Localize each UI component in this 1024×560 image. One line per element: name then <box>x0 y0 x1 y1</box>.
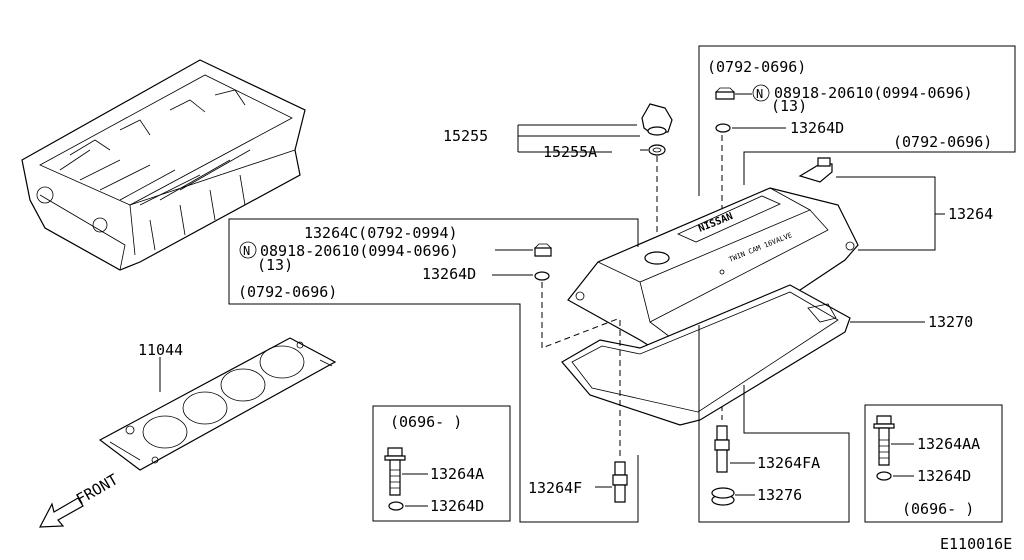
new-part-symbol-top <box>752 84 770 102</box>
label-15255A: 15255A <box>543 143 597 161</box>
label-15255: 15255 <box>443 127 488 145</box>
cylinder-head-illustration <box>21 59 306 271</box>
box1-range: (0696- ) <box>390 413 462 431</box>
nut-qty-top: (13) <box>771 97 807 115</box>
washer-icon-left <box>534 271 550 281</box>
front-label: FRONT <box>73 470 121 508</box>
nut-spec-left: 08918-20610(0994-0696) <box>260 242 459 260</box>
washer-icon-box4 <box>876 471 892 481</box>
bolt-13264AA-illustration <box>873 415 895 466</box>
bolt-13264A-illustration <box>384 447 406 496</box>
washer-icon-box1 <box>388 501 404 511</box>
nut-qty-left: (13) <box>257 256 293 274</box>
label-13264D-box1: 13264D <box>430 497 484 515</box>
label-13264D-box4: 13264D <box>917 467 971 485</box>
top-range-label-1: (0792-0696) <box>707 58 806 76</box>
pcv-fitting-illustration <box>798 157 833 183</box>
new-part-symbol-left <box>239 241 257 259</box>
label-13264AA: 13264AA <box>917 435 980 453</box>
label-13264D-left: 13264D <box>422 265 476 283</box>
label-13270: 13270 <box>928 313 973 331</box>
label-13264D-top: 13264D <box>790 119 844 137</box>
nut-icon-top <box>715 87 735 100</box>
washer-icon-top <box>715 123 731 133</box>
box-13264A <box>372 405 511 522</box>
label-13276: 13276 <box>757 486 802 504</box>
box-13264AA <box>864 404 1003 523</box>
nut-spec-top: 08918-20610(0994-0696) <box>774 84 973 102</box>
seal-13276-illustration <box>711 487 735 506</box>
stud-13264F-illustration <box>612 461 628 503</box>
label-13264A: 13264A <box>430 465 484 483</box>
oil-filler-cap-illustration <box>641 103 673 156</box>
label-13264FA: 13264FA <box>757 454 820 472</box>
label-13264: 13264 <box>948 205 993 223</box>
box4-range: (0696- ) <box>902 500 974 518</box>
left-range-label: (0792-0696) <box>238 283 337 301</box>
label-13264C: 13264C(0792-0994) <box>304 224 458 242</box>
label-13264F: 13264F <box>528 479 582 497</box>
head-gasket-illustration <box>98 337 337 471</box>
circle-n-left: N <box>243 244 250 258</box>
front-arrow: FRONT <box>38 470 121 528</box>
nut-icon-left <box>534 243 552 257</box>
label-11044: 11044 <box>138 341 183 359</box>
diagram-code: E110016E <box>940 535 1012 553</box>
top-range-label-2: (0792-0696) <box>893 133 992 151</box>
stud-13264FA-illustration <box>714 425 730 473</box>
circle-n-top: N <box>756 87 763 101</box>
